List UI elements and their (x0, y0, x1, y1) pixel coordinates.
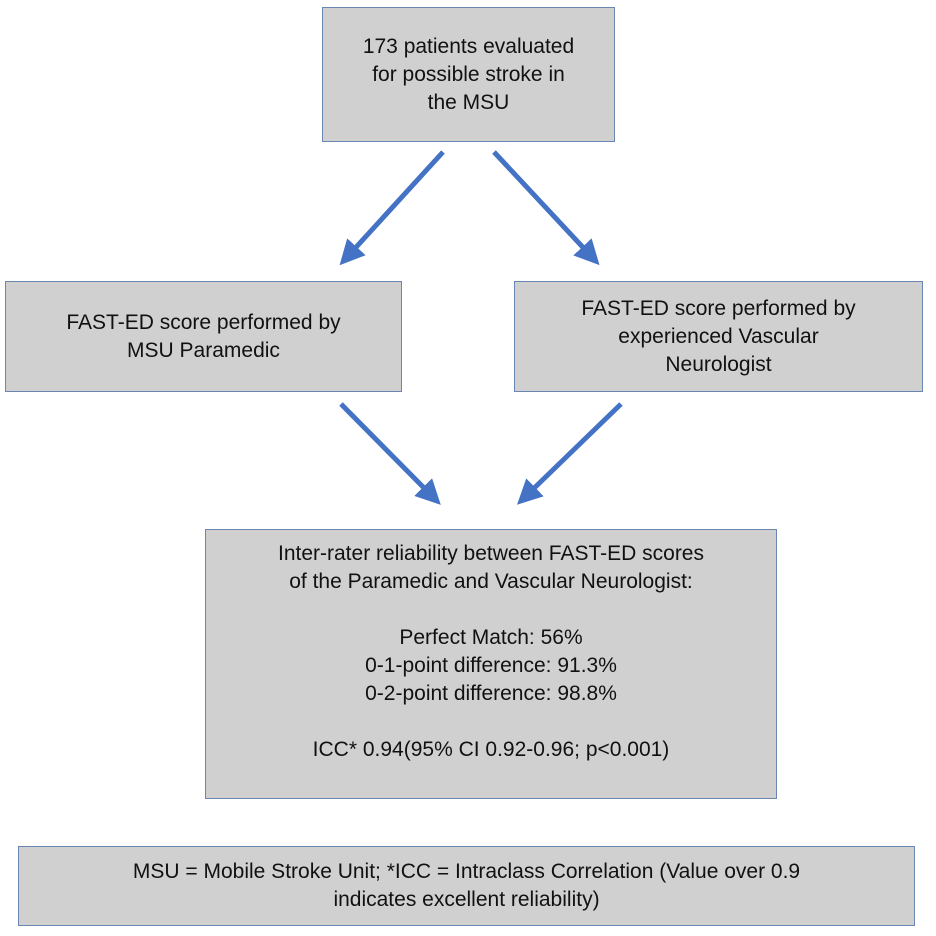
footnote-line-2: indicates excellent reliability) (333, 888, 600, 911)
top-box-line-3: the MSU (427, 90, 510, 114)
footnote-line-1: MSU = Mobile Stroke Unit; *ICC = Intracl… (132, 860, 801, 883)
paramedic-score-box: FAST-ED score performed by MSU Paramedic (5, 281, 402, 392)
top-box-line-1: 173 patients evaluated (362, 34, 575, 58)
perfect-match-stat: Perfect Match: 56% (399, 626, 583, 649)
left-box-line-1: FAST-ED score performed by (66, 310, 341, 334)
top-box-line-2: for possible stroke in (372, 62, 565, 86)
one-point-difference-stat: 0-1-point difference: 91.3% (365, 654, 617, 677)
icc-stat: ICC* 0.94(95% CI 0.92-0.96; p<0.001) (312, 738, 670, 761)
right-box-line-2: experienced Vascular (618, 324, 819, 348)
arrow-right-to-result (517, 402, 623, 505)
abbreviations-footnote-box: MSU = Mobile Stroke Unit; *ICC = Intracl… (18, 846, 915, 926)
right-box-line-1: FAST-ED score performed by (581, 296, 856, 320)
right-box-line-3: Neurologist (665, 352, 772, 376)
reliability-result-box: Inter-rater reliability between FAST-ED … (205, 529, 777, 799)
left-box-line-2: MSU Paramedic (127, 338, 280, 362)
arrow-top-to-left (339, 150, 445, 266)
patients-evaluated-box: 173 patients evaluated for possible stro… (322, 7, 615, 142)
two-point-difference-stat: 0-2-point difference: 98.8% (365, 682, 617, 705)
neurologist-score-box: FAST-ED score performed by experienced V… (514, 281, 923, 392)
result-heading-line-1: Inter-rater reliability between FAST-ED … (278, 542, 704, 565)
arrow-left-to-result (339, 402, 441, 505)
arrow-top-to-right (492, 150, 600, 266)
result-heading-line-2: of the Paramedic and Vascular Neurologis… (289, 570, 693, 593)
